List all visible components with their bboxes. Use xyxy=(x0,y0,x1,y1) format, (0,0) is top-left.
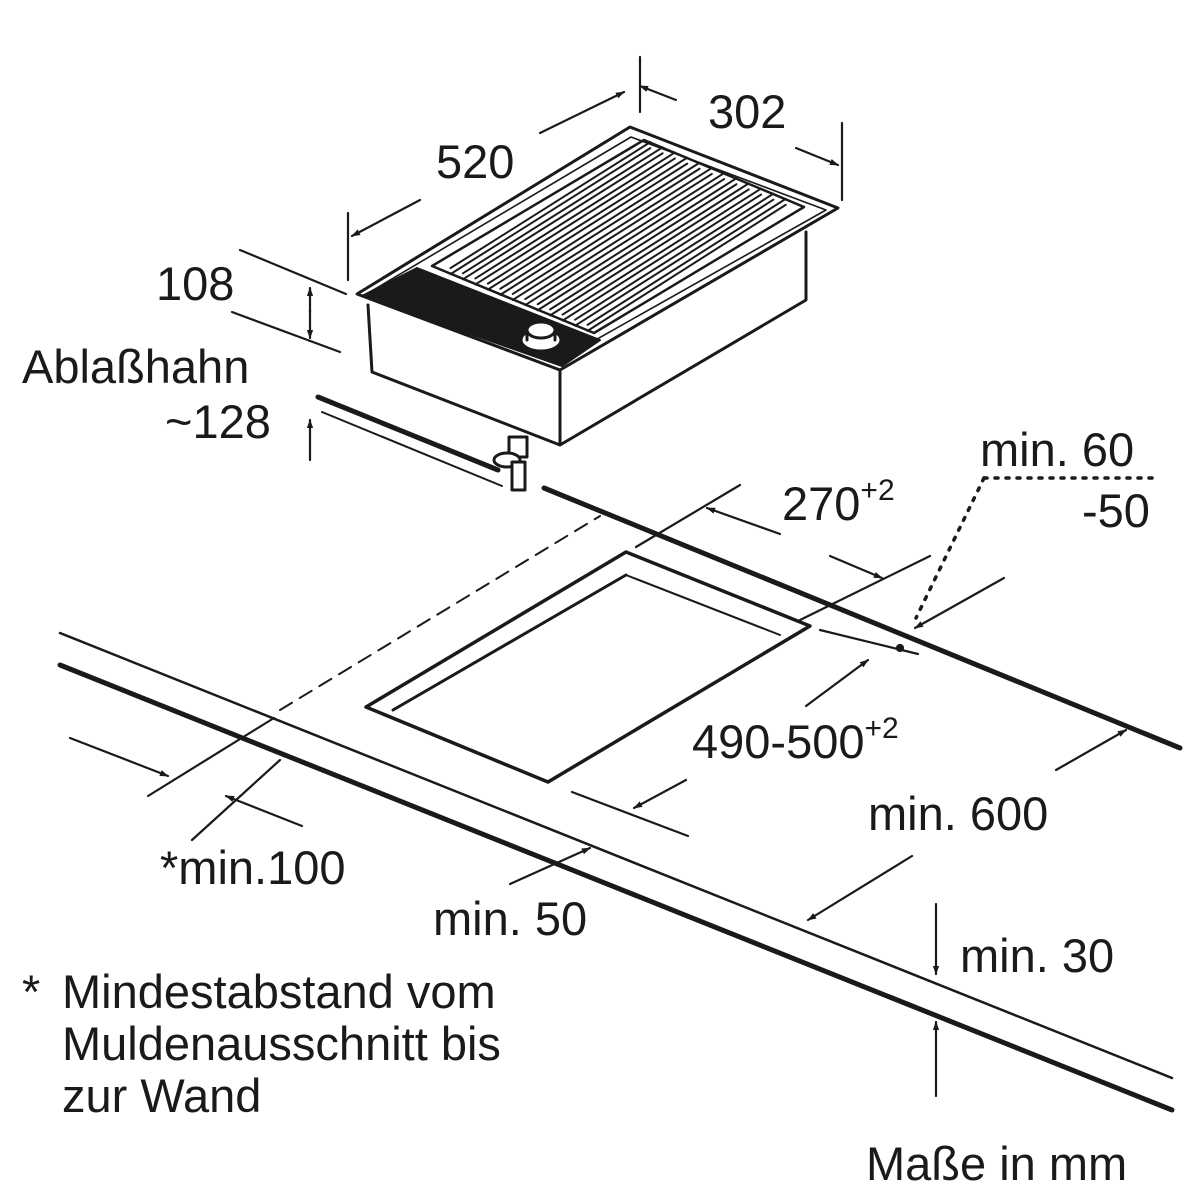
dim-depth-label: 520 xyxy=(436,135,515,188)
front-distance-label: min. 50 xyxy=(433,892,588,945)
grate-bar xyxy=(486,162,689,291)
grate-bar xyxy=(511,166,713,295)
cutout-width-value: 270 xyxy=(782,477,861,530)
grate-bar xyxy=(461,152,664,281)
edge-distance-label-2: -50 xyxy=(1082,484,1150,537)
grill-grate xyxy=(430,138,806,335)
footnote-line-1: Mindestabstand vom xyxy=(62,965,496,1018)
edge-distance-label-1: min. 60 xyxy=(980,423,1135,476)
grate-bar xyxy=(586,197,787,326)
appliance-body xyxy=(355,125,840,447)
cutout-depth-value: 490-500 xyxy=(692,715,865,768)
cutout-width-label: 270+2 xyxy=(782,476,895,530)
grate-bar xyxy=(524,178,726,307)
grate-bar xyxy=(549,188,750,317)
footnote-line-2: Muldenausschnitt bis xyxy=(62,1017,501,1070)
cutout-width-tolerance: +2 xyxy=(860,474,895,507)
cutout-depth-tolerance: +2 xyxy=(864,712,899,745)
worktop-depth-label: min. 600 xyxy=(868,787,1049,840)
grate-bar xyxy=(499,161,701,290)
grate-bar xyxy=(486,156,689,285)
control-knob xyxy=(519,320,563,353)
grate-bar xyxy=(536,177,738,306)
drain-valve-label: Ablaßhahn xyxy=(22,340,250,393)
grate-bar xyxy=(449,147,652,276)
grate-bar xyxy=(586,203,787,332)
drain-valve-dim-label: ~128 xyxy=(165,395,271,448)
grate-bar xyxy=(449,141,652,270)
footnote-line-3: zur Wand xyxy=(62,1069,262,1122)
grate-bar xyxy=(499,167,701,296)
grate-bar xyxy=(561,193,763,322)
grate-bar xyxy=(574,198,775,327)
worktop xyxy=(57,394,1183,1113)
grate-bar xyxy=(461,146,664,275)
cutout-depth-label: 490-500+2 xyxy=(692,714,899,768)
control-panel xyxy=(361,267,601,367)
worktop-thickness-label: min. 30 xyxy=(960,929,1115,982)
wall-distance-label: *min.100 xyxy=(160,841,346,894)
grate-bar xyxy=(574,192,775,321)
grate-bar xyxy=(549,182,750,311)
grate-bar xyxy=(561,187,763,316)
footnote-star: * xyxy=(22,965,41,1018)
units-note: Maße in mm xyxy=(866,1137,1128,1190)
grate-bar xyxy=(536,183,738,312)
grate-bar xyxy=(474,157,676,286)
dim-height-label: 108 xyxy=(156,257,235,310)
dimension-lines xyxy=(68,55,1162,1098)
dim-width-label: 302 xyxy=(708,85,787,138)
drain-valve xyxy=(492,435,529,492)
cutout xyxy=(364,550,812,784)
grate-bar xyxy=(511,172,713,301)
grate-bar xyxy=(474,151,676,280)
grate-bar xyxy=(524,172,726,301)
